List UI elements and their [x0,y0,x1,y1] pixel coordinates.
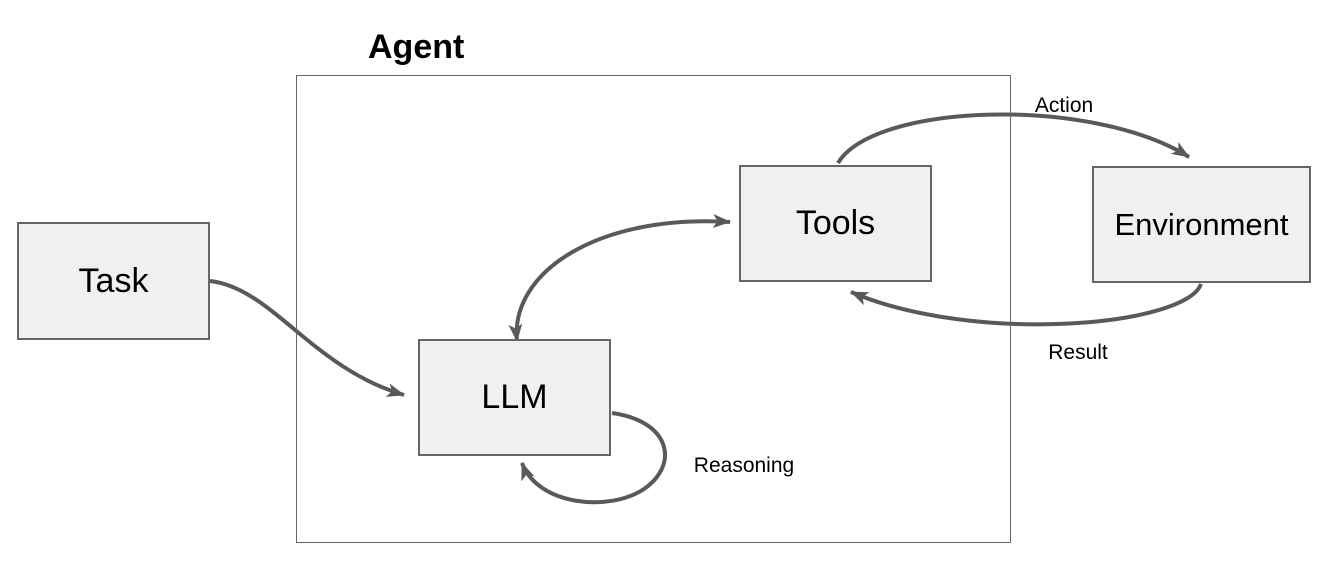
node-llm-label: LLM [481,378,548,416]
agent-title: Agent [368,28,465,66]
node-task-label: Task [78,261,149,300]
node-tools-label: Tools [795,204,876,242]
edge-label-result: Result [1048,341,1108,364]
node-environment: Environment [1092,166,1311,283]
node-tools: Tools [739,165,932,282]
node-environment-label: Environment [1114,206,1289,242]
node-task: Task [17,222,210,340]
edge-label-reasoning: Reasoning [693,454,795,477]
node-llm: LLM [418,339,611,456]
edge-label-action: Action [1034,94,1094,117]
agent-boundary-box [296,75,1011,543]
